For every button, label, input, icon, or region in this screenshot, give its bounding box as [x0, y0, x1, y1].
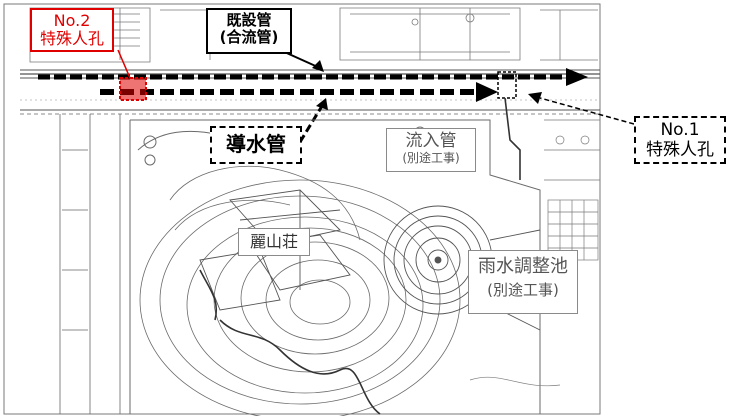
existing-pipe-label-line2: (合流管)	[219, 28, 279, 47]
existing-pipe-label-line1: 既設管	[226, 11, 272, 29]
existing-pipe-label: 既設管 (合流管)	[206, 8, 292, 54]
headrace-label-text: 導水管	[226, 132, 286, 156]
leader-lines	[117, 49, 635, 143]
inflow-label-line1: 流入管	[405, 131, 457, 151]
inflow-pipe-label: 流入管 (別途工事)	[386, 128, 476, 172]
inflow-label-line2: (別途工事)	[402, 150, 460, 165]
headrace-pipe-line	[100, 82, 498, 102]
no1-manhole-marker	[497, 71, 517, 99]
no1-label-line1: No.1	[660, 120, 700, 140]
no2-label-line1: No.2	[53, 11, 91, 30]
no1-manhole-label: No.1 特殊人孔	[634, 116, 726, 164]
headrace-pipe-label: 導水管	[210, 126, 302, 164]
pond-label-line2: (別途工事)	[487, 280, 559, 299]
no2-manhole-label: No.2 特殊人孔	[30, 8, 114, 52]
drawing-frame	[3, 3, 601, 415]
pond-label: 雨水調整池 (別途工事)	[468, 250, 578, 314]
stream-line	[199, 269, 381, 415]
inflow-pipe-line	[504, 97, 521, 180]
no1-label-line2: 特殊人孔	[646, 139, 714, 160]
pond-label-line1: 雨水調整池	[478, 256, 568, 277]
top-buildings	[29, 7, 598, 63]
no2-manhole-marker	[119, 77, 147, 101]
reizansou-label: 麗山荘	[238, 228, 310, 256]
no2-label-line2: 特殊人孔	[39, 29, 104, 49]
reizansou-label-text: 麗山荘	[249, 232, 298, 251]
left-road	[59, 114, 121, 414]
